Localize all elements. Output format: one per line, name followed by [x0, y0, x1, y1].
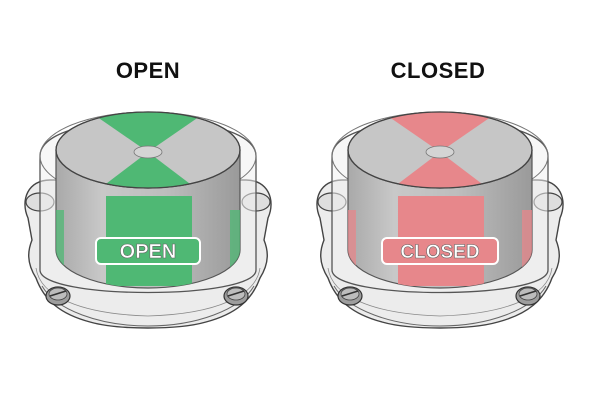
open-screw-right — [223, 286, 249, 306]
open-state-label: OPEN — [115, 58, 181, 83]
open-indicator: OPEN — [10, 100, 286, 350]
open-badge — [95, 237, 201, 265]
closed-badge-text: CLOSED — [400, 242, 479, 263]
closed-state-label: CLOSED — [390, 58, 486, 83]
closed-screw-right — [515, 286, 541, 306]
closed-indicator-drawing: CLOSED — [316, 111, 564, 329]
open-indicator-drawing: OPEN — [24, 111, 272, 329]
open-screw-left — [45, 286, 71, 306]
open-badge-text: OPEN — [120, 241, 177, 263]
closed-screw-left — [337, 286, 363, 306]
closed-badge — [381, 237, 499, 265]
closed-indicator: CLOSED — [302, 100, 578, 350]
